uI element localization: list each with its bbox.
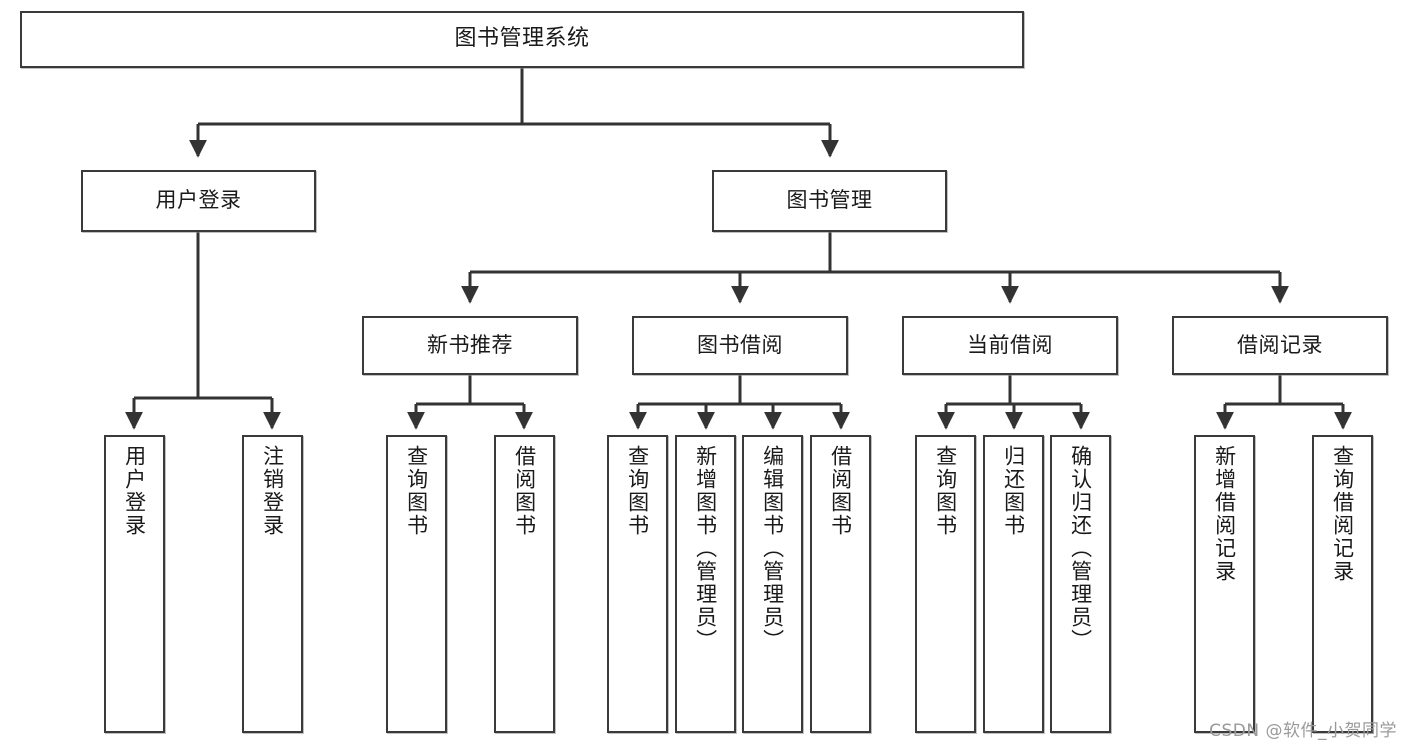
leaf-borrow-record-add[interactable]: 新增借阅记录 xyxy=(1194,435,1255,733)
node-label: 用户登录 xyxy=(155,188,242,213)
node-label: 注销登录 xyxy=(260,445,285,537)
node-label: 新增图书（管理员） xyxy=(693,445,718,652)
leaf-new-book-borrow[interactable]: 借阅图书 xyxy=(494,435,555,733)
node-label: 当前借阅 xyxy=(967,332,1053,357)
watermark-text: CSDN @软件_小贺同学 xyxy=(1209,721,1397,741)
node-label: 借阅图书 xyxy=(828,445,853,537)
node-label: 编辑图书（管理员） xyxy=(760,445,785,652)
leaf-user-login-signin[interactable]: 用户登录 xyxy=(104,435,165,733)
node-label: 图书管理系统 xyxy=(454,26,590,52)
leaf-book-borrow-lend[interactable]: 借阅图书 xyxy=(810,435,871,733)
node-user-login[interactable]: 用户登录 xyxy=(81,170,316,232)
node-label: 新增借阅记录 xyxy=(1212,445,1237,583)
node-label: 归还图书 xyxy=(1001,445,1026,537)
node-new-book-recommend[interactable]: 新书推荐 xyxy=(362,316,578,375)
leaf-current-borrow-confirm-return[interactable]: 确认归还（管理员） xyxy=(1050,435,1111,733)
node-label: 查询图书 xyxy=(933,445,958,537)
leaf-book-borrow-query[interactable]: 查询图书 xyxy=(607,435,668,733)
leaf-new-book-query[interactable]: 查询图书 xyxy=(386,435,447,733)
node-label: 借阅记录 xyxy=(1237,332,1323,357)
node-book-borrow[interactable]: 图书借阅 xyxy=(632,316,848,375)
leaf-borrow-record-query[interactable]: 查询借阅记录 xyxy=(1312,435,1373,733)
node-label: 新书推荐 xyxy=(427,332,513,357)
leaf-book-borrow-edit[interactable]: 编辑图书（管理员） xyxy=(742,435,803,733)
node-label: 查询借阅记录 xyxy=(1330,445,1355,583)
node-borrow-record[interactable]: 借阅记录 xyxy=(1172,316,1388,375)
node-label: 用户登录 xyxy=(122,445,147,537)
leaf-user-login-signout[interactable]: 注销登录 xyxy=(242,435,303,733)
node-label: 图书借阅 xyxy=(697,332,783,357)
leaf-current-borrow-query[interactable]: 查询图书 xyxy=(915,435,976,733)
node-book-management[interactable]: 图书管理 xyxy=(712,170,947,232)
leaf-book-borrow-add[interactable]: 新增图书（管理员） xyxy=(675,435,736,733)
node-label: 确认归还（管理员） xyxy=(1068,445,1093,652)
leaf-current-borrow-return[interactable]: 归还图书 xyxy=(983,435,1044,733)
node-root-system[interactable]: 图书管理系统 xyxy=(20,11,1024,68)
node-current-borrow[interactable]: 当前借阅 xyxy=(902,316,1118,375)
node-label: 查询图书 xyxy=(625,445,650,537)
node-label: 查询图书 xyxy=(404,445,429,537)
node-label: 图书管理 xyxy=(786,188,873,213)
node-label: 借阅图书 xyxy=(512,445,537,537)
